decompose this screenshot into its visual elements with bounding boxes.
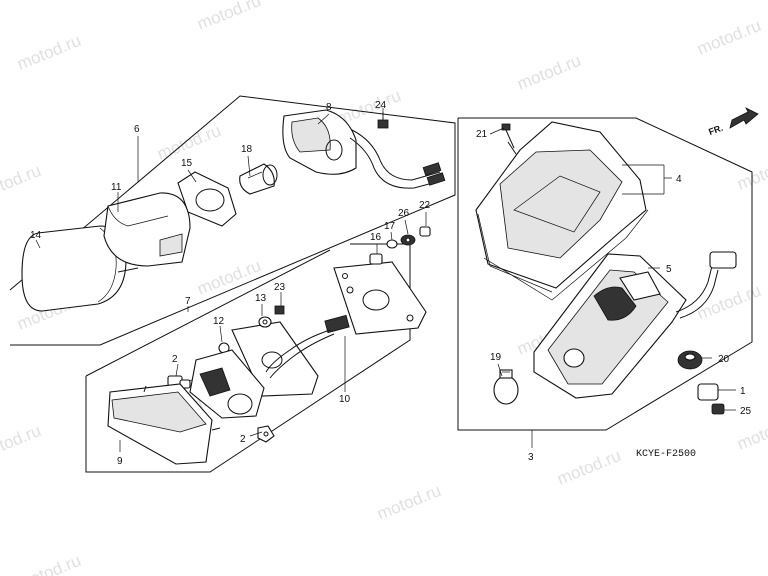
watermark-text: motod.ru bbox=[514, 51, 583, 94]
watermark-text: motod.ru bbox=[694, 16, 763, 59]
part-18-bulb bbox=[239, 163, 278, 195]
part-4-tail-lens bbox=[475, 121, 649, 301]
callout-6: 6 bbox=[134, 124, 140, 135]
callout-17: 17 bbox=[384, 221, 396, 232]
watermark-text: motod.ru bbox=[0, 161, 44, 204]
callout-5: 5 bbox=[666, 264, 672, 275]
part-8-socket bbox=[282, 109, 446, 189]
front-direction-label: FR. bbox=[707, 123, 724, 137]
diagram-code: KCYE-F2500 bbox=[636, 449, 696, 460]
callout-14: 14 bbox=[30, 230, 42, 241]
group-6-frame bbox=[9, 95, 456, 346]
callouts: 6 11 14 15 18 8 24 16 17 26 22 7 13 23 1… bbox=[30, 100, 752, 467]
watermark-text: motod.ru bbox=[194, 256, 263, 299]
group-7-frame bbox=[85, 243, 411, 473]
part-20-grommet bbox=[677, 350, 703, 370]
part-13-washer bbox=[258, 316, 272, 328]
callout-3: 3 bbox=[528, 452, 534, 463]
part-11-housing bbox=[103, 192, 191, 267]
part-26-washer bbox=[400, 234, 416, 246]
front-direction-arrow bbox=[729, 107, 759, 129]
license-light-socket bbox=[167, 349, 265, 419]
callout-21: 21 bbox=[476, 129, 488, 140]
part-2-screw-lower bbox=[257, 425, 275, 443]
callout-18: 18 bbox=[241, 144, 253, 155]
callout-10: 10 bbox=[339, 394, 351, 405]
watermark-text: motod.ru bbox=[14, 31, 83, 74]
part-25-nut bbox=[711, 403, 725, 415]
callout-1: 1 bbox=[740, 386, 746, 397]
callout-19: 19 bbox=[490, 352, 502, 363]
callout-8: 8 bbox=[326, 102, 332, 113]
part-9-license-lens bbox=[107, 383, 221, 465]
part-23-nut bbox=[274, 305, 285, 315]
watermark-text: motod.ru bbox=[194, 0, 263, 34]
callout-12: 12 bbox=[213, 316, 225, 327]
callout-13: 13 bbox=[255, 293, 267, 304]
watermark-text: motod.ru bbox=[734, 411, 768, 454]
watermark-text: motod.ru bbox=[374, 481, 443, 524]
watermark-text: motod.ru bbox=[734, 151, 768, 194]
part-1-bolt bbox=[697, 383, 719, 401]
part-21-screw bbox=[501, 123, 515, 149]
callout-26: 26 bbox=[398, 208, 410, 219]
callout-20: 20 bbox=[718, 354, 730, 365]
part-10-harness bbox=[265, 314, 350, 379]
part-15-gasket bbox=[177, 171, 237, 227]
callout-9: 9 bbox=[117, 456, 123, 467]
callout-15: 15 bbox=[181, 158, 193, 169]
watermark-text: motod.ru bbox=[554, 446, 623, 489]
callout-7: 7 bbox=[185, 296, 191, 307]
callout-11: 11 bbox=[111, 182, 122, 193]
watermark-text: motod.ru bbox=[14, 551, 83, 576]
callout-4: 4 bbox=[676, 174, 682, 185]
part-19-bulb bbox=[493, 369, 519, 405]
callout-23: 23 bbox=[274, 282, 286, 293]
callout-22: 22 bbox=[419, 200, 431, 211]
part-22-nut bbox=[419, 226, 431, 237]
watermark-text: motod.ru bbox=[0, 421, 44, 464]
callout-2-lower: 2 bbox=[240, 434, 246, 445]
part-17-spacer bbox=[386, 239, 398, 249]
part-5-tail-base bbox=[533, 251, 737, 399]
callout-2-upper: 2 bbox=[172, 354, 178, 365]
part-16-collar bbox=[369, 253, 383, 265]
group-3-frame bbox=[457, 117, 753, 431]
leader-lines bbox=[35, 112, 736, 452]
callout-24: 24 bbox=[375, 100, 387, 111]
callout-25: 25 bbox=[740, 406, 752, 417]
callout-16: 16 bbox=[370, 232, 382, 243]
